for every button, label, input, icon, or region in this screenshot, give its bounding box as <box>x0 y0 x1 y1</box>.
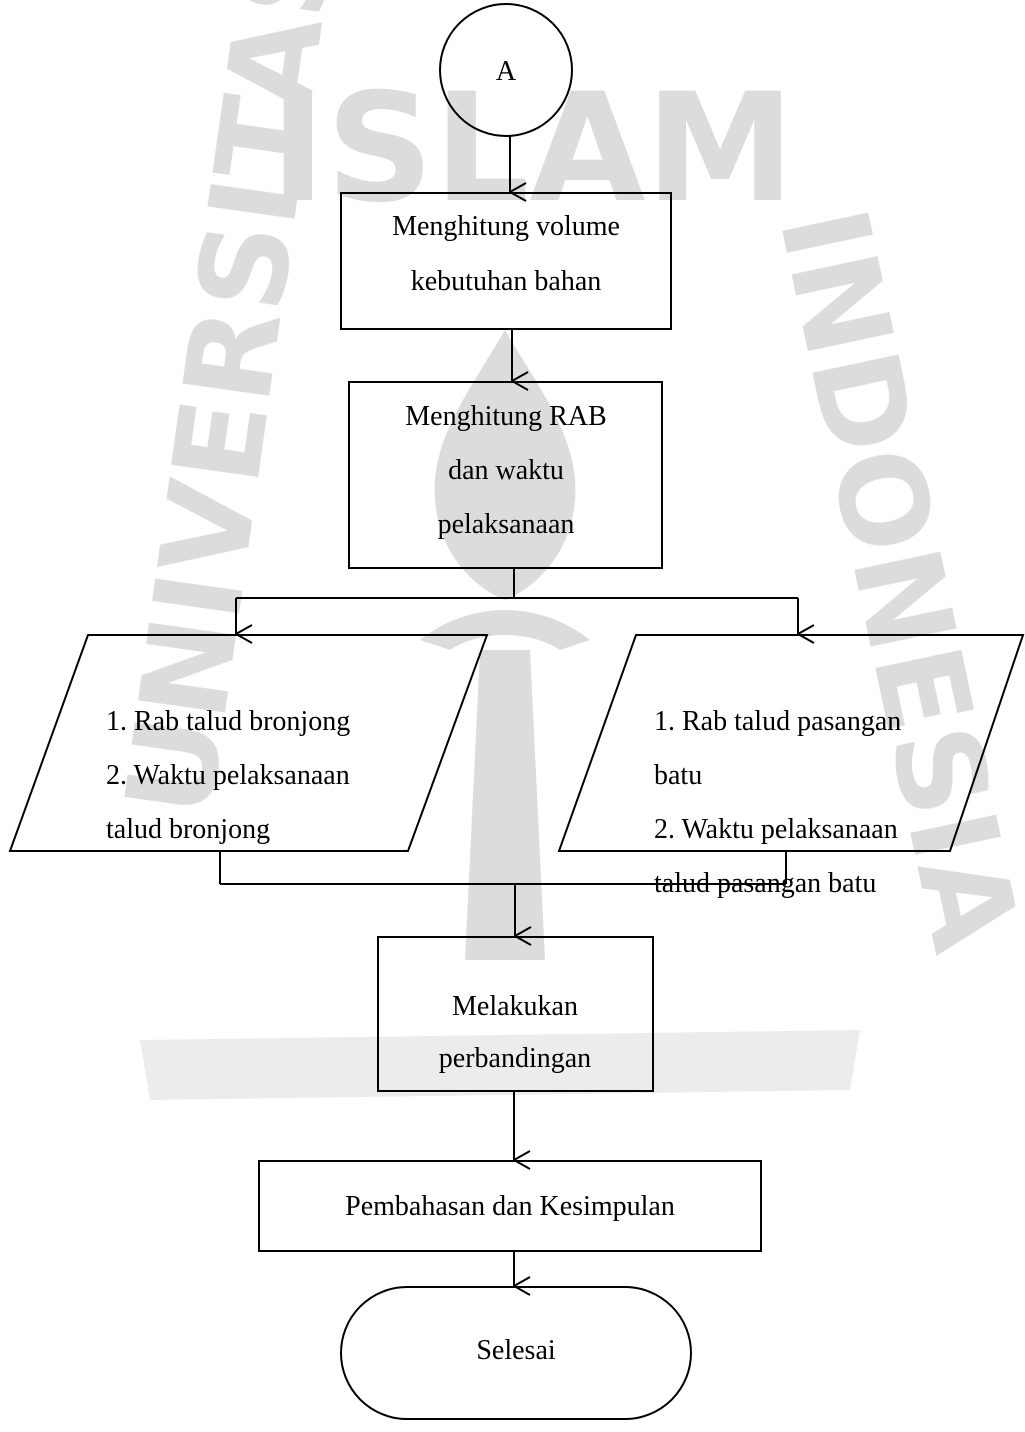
watermark-word-islam: ISLAM <box>270 62 795 236</box>
output-left-line2: 2. Waktu pelaksanaan <box>106 760 350 791</box>
merge-connector <box>219 852 787 936</box>
output-pasangan-batu: 1. Rab talud pasangan batu 2. Waktu pela… <box>557 634 1025 899</box>
step2-line3: pelaksanaan <box>438 509 575 540</box>
process-step-discussion: Pembahasan dan Kesimpulan <box>258 1160 762 1252</box>
process-box-comparison <box>377 936 654 1092</box>
terminator-end: Selesai <box>340 1286 692 1420</box>
process-step-comparison: Melakukan perbandingan <box>377 936 654 1092</box>
process-step-rab: Menghitung RAB dan waktu pelaksanaan <box>348 381 663 569</box>
output-bronjong: 1. Rab talud bronjong 2. Waktu pelaksana… <box>8 634 489 852</box>
process-step-volume: Menghitung volume kebutuhan bahan <box>340 192 672 330</box>
step3-line2: perbandingan <box>439 1043 591 1074</box>
output-parallelogram-left <box>8 634 489 852</box>
process-box-discussion <box>258 1160 762 1252</box>
output-right-line3: 2. Waktu pelaksanaan <box>654 814 898 845</box>
connector-label: A <box>496 56 517 87</box>
connector-a: A <box>439 3 573 137</box>
step2-line1: Menghitung RAB <box>405 401 606 432</box>
step3-line1: Melakukan <box>452 991 578 1022</box>
step4-label: Pembahasan dan Kesimpulan <box>345 1191 675 1222</box>
step2-line2: dan waktu <box>448 455 564 486</box>
connector-circle <box>439 3 573 137</box>
process-box-volume <box>340 192 672 330</box>
watermark-calligraphy <box>140 1030 860 1100</box>
watermark-flame <box>434 330 576 600</box>
output-right-line2: batu <box>654 760 702 791</box>
step1-line1: Menghitung volume <box>392 211 620 242</box>
output-left-line1: 1. Rab talud bronjong <box>106 706 350 737</box>
process-box-rab <box>348 381 663 569</box>
terminator-shape <box>340 1286 692 1420</box>
step1-line2: kebutuhan bahan <box>411 266 602 297</box>
output-right-line1: 1. Rab talud pasangan <box>654 706 901 737</box>
split-connector <box>235 569 798 634</box>
watermark-tree <box>420 610 590 960</box>
output-left-line3: talud bronjong <box>106 814 270 845</box>
output-parallelogram-right <box>557 634 1025 852</box>
end-label: Selesai <box>476 1335 556 1366</box>
